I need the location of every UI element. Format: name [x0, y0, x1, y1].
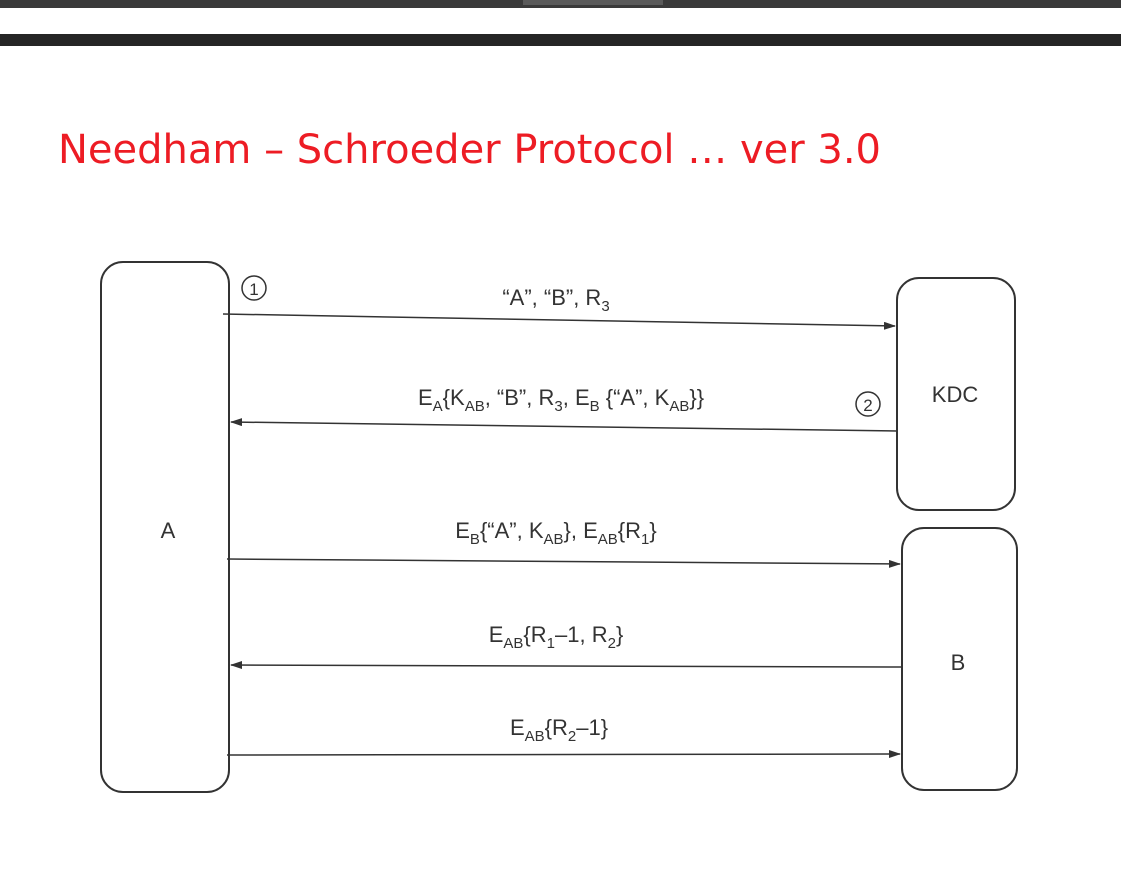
message-2-sub-4: B	[590, 398, 600, 415]
message-2-sub-2: AB	[465, 398, 485, 415]
step-number-1: 1	[249, 280, 258, 299]
step-marker-1	[241, 275, 267, 301]
message-3-sub-4: 1	[641, 531, 649, 548]
message-3-sub-3: AB	[598, 531, 618, 548]
message-label-1: “A”, “B”, R3	[502, 285, 609, 315]
slide-header-rule	[0, 34, 1121, 46]
message-arrow-1	[222, 313, 896, 330]
message-label-4: EAB{R1–1, R2}	[489, 622, 624, 652]
message-4-sub-2: 1	[547, 635, 555, 652]
message-3-sub-2: AB	[544, 531, 564, 548]
message-arrow-4	[230, 661, 903, 670]
message-3-part-3: }, E	[564, 518, 598, 543]
message-5-part-3: –1}	[576, 715, 608, 740]
message-1-sub: 3	[601, 298, 609, 315]
message-5-part-1: E	[510, 715, 525, 740]
message-arrow-3	[226, 558, 901, 568]
message-5-sub-1: AB	[525, 728, 545, 745]
participant-box-b	[901, 527, 1018, 791]
message-label-2: EA{KAB, “B”, R3, EB {“A”, KAB}}	[418, 385, 704, 415]
message-4-part-2: {R	[523, 622, 546, 647]
message-label-3: EB{“A”, KAB}, EAB{R1}	[455, 518, 657, 548]
message-3-part-2: {“A”, K	[480, 518, 544, 543]
step-marker-2	[855, 391, 881, 417]
participant-box-kdc	[896, 277, 1016, 511]
message-2-part-6: }}	[689, 385, 704, 410]
participant-box-a	[100, 261, 230, 793]
message-4-part-4: }	[616, 622, 623, 647]
message-label-5: EAB{R2–1}	[510, 715, 608, 745]
participant-label-b: B	[951, 650, 966, 675]
message-2-part-2: {K	[443, 385, 465, 410]
message-4-part-1: E	[489, 622, 504, 647]
step-number-2: 2	[863, 396, 872, 415]
message-2-sub-5: AB	[669, 398, 689, 415]
message-3-part-1: E	[455, 518, 470, 543]
message-arrow-5	[226, 750, 901, 759]
message-3-part-5: }	[649, 518, 656, 543]
message-2-part-1: E	[418, 385, 433, 410]
message-5-part-2: {R	[545, 715, 568, 740]
message-2-sub-1: A	[433, 398, 443, 415]
message-4-sub-1: AB	[503, 635, 523, 652]
message-3-sub-1: B	[470, 531, 480, 548]
slide-title: Needham – Schroeder Protocol … ver 3.0	[58, 127, 882, 173]
message-1-text: “A”, “B”, R	[502, 285, 601, 310]
message-2-sub-3: 3	[554, 398, 562, 415]
message-2-part-4: , E	[563, 385, 590, 410]
message-2-part-3: , “B”, R	[485, 385, 555, 410]
participant-label-a: A	[161, 518, 176, 543]
message-5-sub-2: 2	[568, 728, 576, 745]
window-tab-indicator	[523, 0, 663, 5]
message-arrow-2	[230, 418, 898, 432]
participant-label-kdc: KDC	[932, 382, 979, 407]
message-3-part-4: {R	[618, 518, 641, 543]
message-2-part-5: {“A”, K	[600, 385, 670, 410]
message-4-sub-3: 2	[608, 635, 616, 652]
message-4-part-3: –1, R	[555, 622, 608, 647]
